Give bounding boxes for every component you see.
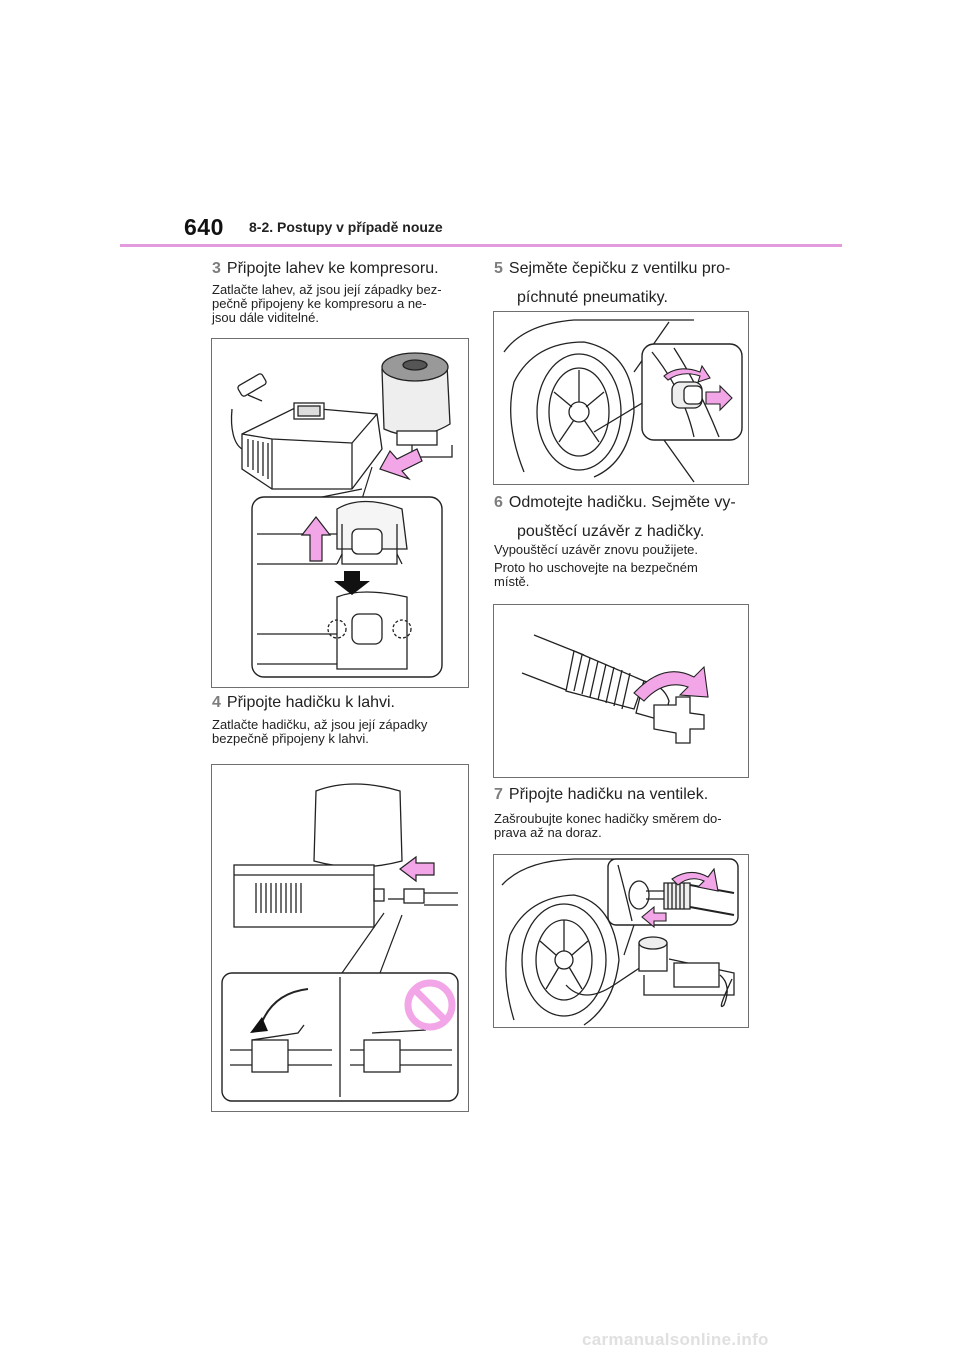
step-title-text: pouštěcí uzávěr z hadičky. xyxy=(517,523,705,540)
step-3-title: 3 Připojte lahev ke kompresoru. xyxy=(212,256,439,281)
step-7-title: 7 Připojte hadičku na ventilek. xyxy=(494,782,708,807)
note-line: pečně připojeny ke kompresoru a ne- xyxy=(212,296,427,311)
note-line: Zašroubujte konec hadičky směrem do- xyxy=(494,811,722,826)
header-rule xyxy=(120,244,842,247)
step-title-text: Připojte lahev ke kompresoru. xyxy=(226,260,439,277)
step-4-title: 4 Připojte hadičku k lahvi. xyxy=(212,690,395,715)
figure-valve-cap xyxy=(493,311,749,485)
step-title-text: píchnuté pneumatiky. xyxy=(517,289,668,306)
step-number: 4 xyxy=(212,694,221,711)
watermark: carmanualsonline.info xyxy=(582,1330,769,1349)
figure-hose-valve xyxy=(493,854,749,1028)
section-title: 8-2. Postupy v případě nouze xyxy=(249,219,443,235)
step-number: 6 xyxy=(494,494,503,511)
note-line: Zatlačte hadičku, až jsou její západky xyxy=(212,717,428,732)
note-line: bezpečně připojeny k lahvi. xyxy=(212,731,369,746)
step-number: 7 xyxy=(494,786,503,803)
figure-hose-bottle xyxy=(211,764,469,1112)
step-title-text: Připojte hadičku na ventilek. xyxy=(508,786,709,803)
figure-hose-cap xyxy=(493,604,749,778)
note-line: jsou dále viditelné. xyxy=(212,310,319,325)
step-3-note: Zatlačte lahev, až jsou její západky bez… xyxy=(212,283,442,325)
hose-bottle-illustration xyxy=(221,783,459,1102)
hose-valve-illustration xyxy=(501,858,739,1026)
valve-cap-illustration xyxy=(503,319,743,483)
note-line: Vypouštěcí uzávěr znovu použijete. xyxy=(494,542,699,557)
step-7-note: Zašroubujte konec hadičky směrem do- pra… xyxy=(494,812,722,840)
note-line: prava až na doraz. xyxy=(494,825,602,840)
step-title-text: Připojte hadičku k lahvi. xyxy=(226,694,395,711)
bottle-compressor-illustration xyxy=(230,352,453,678)
note-line: Zatlačte lahev, až jsou její západky bez… xyxy=(212,282,442,297)
step-6-note: Vypouštěcí uzávěr znovu použijete. Proto… xyxy=(494,543,698,589)
note-line: Proto ho uschovejte na bezpečném xyxy=(494,560,698,575)
step-5-title: 5 Sejměte čepičku z ventilku pro- píchnut… xyxy=(494,256,730,310)
figure-bottle-compressor xyxy=(211,338,469,688)
step-title-text: Sejměte čepičku z ventilku pro- xyxy=(508,260,731,277)
page-number: 640 xyxy=(184,214,224,240)
step-number: 3 xyxy=(212,260,221,277)
note-line: místě. xyxy=(494,574,530,589)
hose-cap-illustration xyxy=(521,634,709,744)
step-number: 5 xyxy=(494,260,503,277)
step-4-note: Zatlačte hadičku, až jsou její západky b… xyxy=(212,718,427,746)
step-6-title: 6 Odmotejte hadičku. Sejměte vy- pouštěcí… xyxy=(494,490,736,544)
step-title-text: Odmotejte hadičku. Sejměte vy- xyxy=(508,494,736,511)
